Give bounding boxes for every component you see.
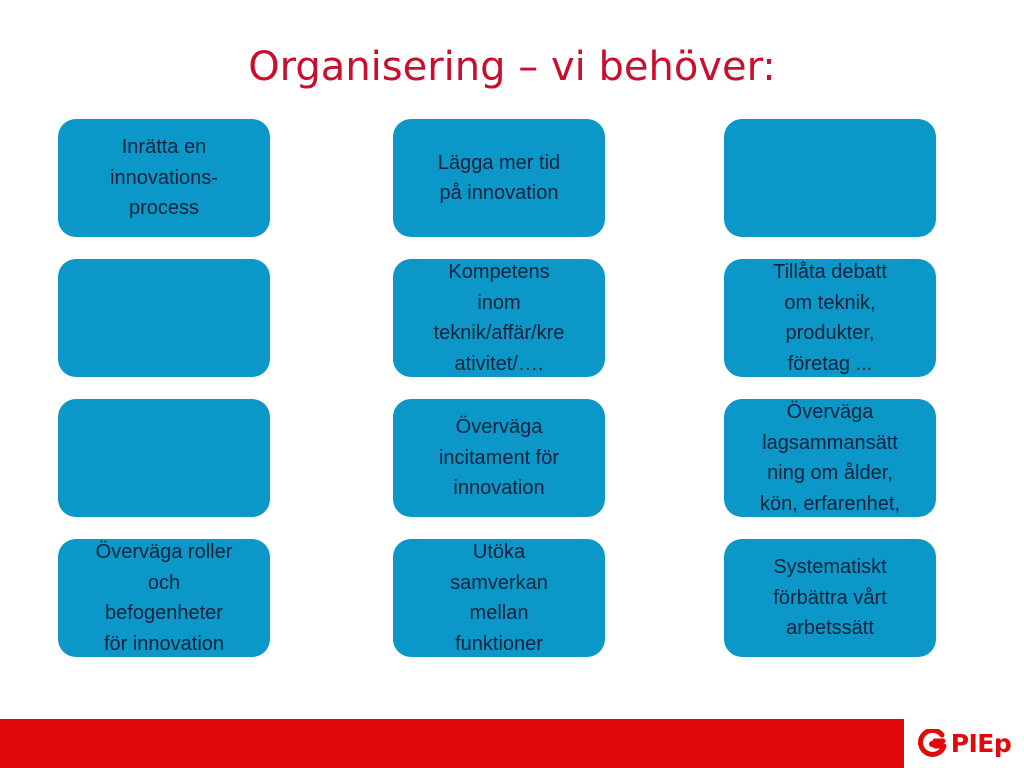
box-systematic-improvement: Systematiskt förbättra vårt arbetssätt — [724, 539, 936, 657]
box-innovation-process: Inrätta en innovations- process — [58, 119, 270, 237]
box-empty-1 — [724, 119, 936, 237]
piep-swirl-icon — [917, 728, 947, 757]
box-label: Utöka samverkan mellan funktioner — [450, 541, 548, 655]
piep-logo: PIEp — [904, 719, 1024, 768]
piep-logo-mark — [917, 728, 947, 759]
box-allow-debate: Tillåta debatt om teknik, produkter, för… — [724, 259, 936, 377]
box-competence: Kompetens inom teknik/affär/kre ativitet… — [393, 259, 605, 377]
slide-title: Organisering – vi behöver: — [248, 44, 776, 90]
box-label: Kompetens inom teknik/affär/kre ativitet… — [433, 261, 565, 375]
box-cross-functional: Utöka samverkan mellan funktioner — [393, 539, 605, 657]
box-empty-3 — [58, 399, 270, 517]
box-incentives: Överväga incitament för innovation — [393, 399, 605, 517]
box-label: Inrätta en innovations- process — [110, 136, 218, 220]
box-label: Överväga lagsammansätt ning om ålder, kö… — [759, 401, 901, 515]
box-team-composition: Överväga lagsammansätt ning om ålder, kö… — [724, 399, 936, 517]
piep-logo-text: PIEp — [950, 729, 1012, 758]
box-empty-2 — [58, 259, 270, 377]
box-label: Systematiskt förbättra vårt arbetssätt — [773, 556, 887, 640]
box-label: Lägga mer tid på innovation — [437, 151, 561, 205]
box-label: Överväga roller och befogenheter för inn… — [95, 541, 233, 655]
box-label: Överväga incitament för innovation — [438, 416, 560, 500]
footer-bar: PIEp — [0, 719, 1024, 768]
box-label: Tillåta debatt om teknik, produkter, för… — [773, 261, 887, 375]
box-more-time-innovation: Lägga mer tid på innovation — [393, 119, 605, 237]
box-roles-authority: Överväga roller och befogenheter för inn… — [58, 539, 270, 657]
